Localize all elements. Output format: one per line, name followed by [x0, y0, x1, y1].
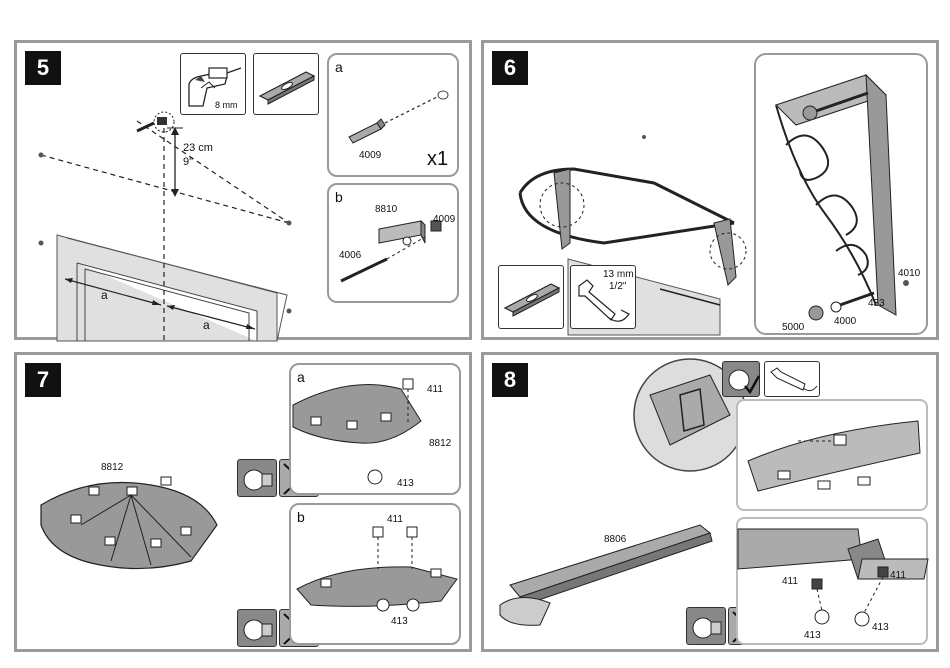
step-number: 7: [25, 363, 61, 397]
step-number: 8: [492, 363, 528, 397]
bolt-correct-icon: [237, 459, 277, 497]
sub-letter-a: a: [335, 59, 343, 75]
step-8-top-detail: [736, 399, 928, 511]
bolt-411-label-b: 411: [387, 515, 403, 525]
step-8-panel: 8 8806: [481, 352, 939, 652]
profile-8806-label: 8806: [604, 535, 626, 545]
step-5-panel: 5 8 mm: [14, 40, 472, 340]
step-6-panel: 6 13 mm 1/2": [481, 40, 939, 340]
wrench-size-in: 1/2": [609, 282, 626, 292]
wrench-size-mm: 13 mm: [603, 270, 634, 280]
plate-joint-detail: [291, 505, 463, 647]
part-4006-label: 4006: [339, 251, 361, 261]
wrench-tool-box: 13 mm 1/2": [570, 265, 636, 329]
step-8-bottom-detail: 411 411 413 413: [736, 517, 928, 645]
bracket-detail-illustration: [756, 55, 930, 337]
wrench-icon: [765, 362, 821, 398]
step-7-sub-a: a 411 8812 413: [289, 363, 461, 495]
height-cm-label: 23 cm: [183, 143, 213, 154]
nut-413-right-label: 413: [872, 623, 889, 633]
step-7-panel: 7 8812 a 411 8812 413: [14, 352, 472, 652]
part-5000-label: 5000: [782, 323, 804, 333]
fan-plate-diagram: [31, 465, 231, 575]
bolt-411-left-label: 411: [782, 577, 798, 587]
step-6-detail: 4010 433 4000 5000: [754, 53, 928, 335]
wall-mounting-diagram: [27, 73, 347, 343]
step-7-sub-b: b 411 413: [289, 503, 461, 645]
bolt-correct-icon-2: [237, 609, 277, 647]
wrench-tool-box: [764, 361, 820, 397]
quantity-label: x1: [427, 149, 448, 169]
nut-413-label: 413: [397, 479, 414, 489]
part-4010-label: 4010: [898, 269, 920, 279]
plate-8812-label: 8812: [429, 439, 451, 449]
dimension-a-left: a: [101, 289, 108, 301]
nut-413-left-label: 413: [804, 631, 821, 641]
part-433-label: 433: [868, 299, 885, 309]
nut-413-label-b: 413: [391, 617, 408, 627]
level-tool-box: [498, 265, 564, 329]
part-4000-label: 4000: [834, 317, 856, 327]
spirit-level-icon: [499, 266, 565, 328]
part-8810-label: 8810: [375, 205, 397, 215]
step-5-sub-a: a 4009 x1: [327, 53, 459, 177]
step-5-sub-b: b 8810 4009 4006: [327, 183, 459, 303]
part-8812-main-label: 8812: [101, 463, 123, 473]
height-in-label: 9": [183, 157, 193, 168]
wall-plug-icon: [329, 75, 459, 155]
bolt-check-icon: [722, 361, 760, 397]
part-4009-label: 4009: [359, 151, 381, 161]
bolt-411-right-label: 411: [890, 571, 906, 581]
bolt-correct-icon: [686, 607, 726, 645]
dimension-a-right: a: [203, 319, 210, 331]
part-4009-label-b: 4009: [433, 215, 455, 225]
bolt-411-label: 411: [427, 385, 443, 395]
profile-joint-illustration: [738, 519, 930, 647]
profile-top-illustration: [738, 401, 930, 513]
